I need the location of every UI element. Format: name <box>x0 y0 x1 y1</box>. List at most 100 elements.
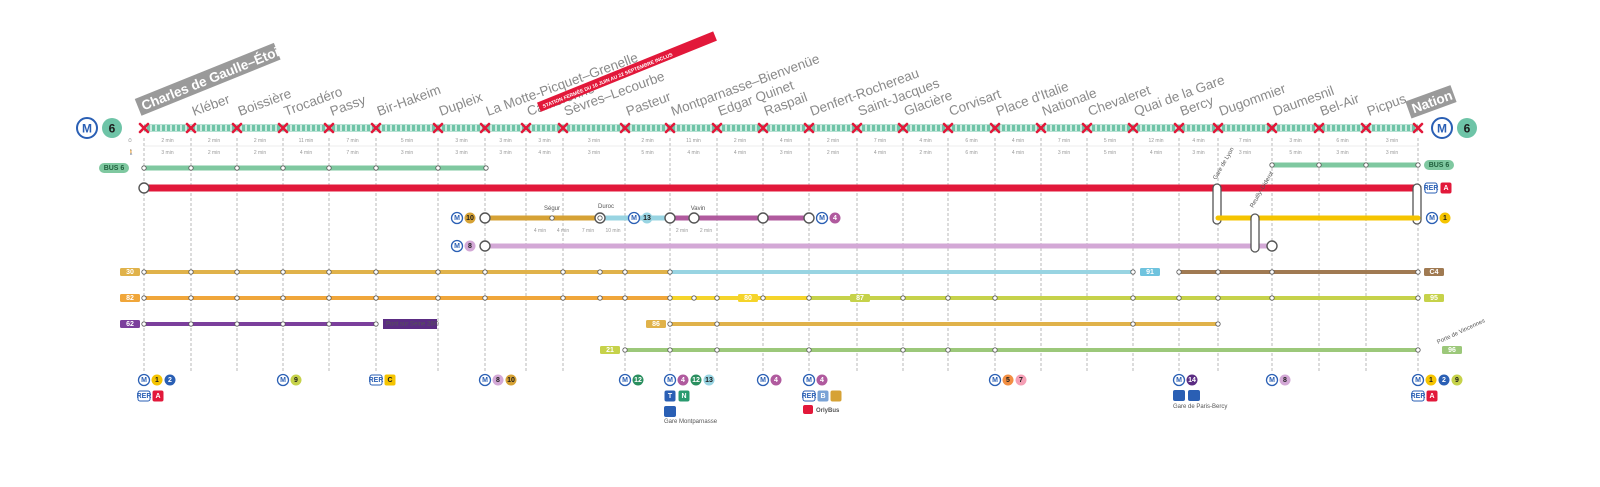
terminus-end-box <box>1405 85 1457 119</box>
conn-bir-hakeim-rer-line-text: C <box>387 377 392 384</box>
line-6-end-m-ring <box>1431 117 1453 139</box>
terminus-end: Nation <box>1405 85 1457 119</box>
bus-30-tag-text: 30 <box>126 269 134 276</box>
bus-95-tag-text: 95 <box>1430 295 1438 302</box>
conn-denfert-m-ring <box>802 373 816 387</box>
travel-time-bus-6: 3 min <box>455 150 467 156</box>
conn-daumesnil-line-8-circle <box>1279 374 1291 386</box>
rer-a-end-badge-text: A <box>1443 185 1448 192</box>
closed-station-marker-10 <box>619 122 631 134</box>
conn-etoile-m-ring <box>137 373 151 387</box>
bus-95-tag-box <box>1424 294 1444 302</box>
travel-time-bus-21: 4 min <box>1150 150 1162 156</box>
bus-row2-stop-6 <box>435 295 441 301</box>
rer-a-rer-icon <box>1424 182 1438 194</box>
branch-label-duroc: Duroc <box>598 204 614 210</box>
bus-row3b-stop-1 <box>714 321 720 327</box>
bus-row4-stop-5 <box>945 347 951 353</box>
bus-row3-stop-4 <box>326 321 332 327</box>
line-6-end-num-circle <box>1457 118 1477 138</box>
bus-row1-stop-15 <box>1269 269 1275 275</box>
bus-row4-stop-7 <box>1415 347 1421 353</box>
bus-87-tag-box <box>850 294 870 302</box>
travel-time-metro-13: 4 min <box>780 138 792 144</box>
bus-6-stop-w4 <box>326 165 332 171</box>
conn-nation-line-1-circle <box>1425 374 1437 386</box>
conn-montparnasse-n-text: N <box>681 393 686 400</box>
bus-6-stop-w3 <box>280 165 286 171</box>
night-label-text: Pont sur Seine 28/0 <box>386 322 439 328</box>
conn-montparnasse-m: M <box>667 377 673 384</box>
conn-etoile-rer-rer-icon <box>137 390 151 402</box>
metro-8-end <box>1266 240 1278 252</box>
bus-row4-stop-1 <box>667 347 673 353</box>
terminus-start-box <box>134 42 281 116</box>
conn-raspail-m-ring <box>756 373 770 387</box>
conn-nation-line-1-text: 1 <box>1429 377 1433 384</box>
closed-station-marker-9 <box>557 122 569 134</box>
conn-etoile-line-1-circle <box>151 374 163 386</box>
bus-row3-stop-0 <box>141 321 147 327</box>
travel-time-bus-19: 3 min <box>1058 150 1070 156</box>
metro-10-num-circle <box>464 212 476 224</box>
metro-4-badge-m: M <box>819 215 825 222</box>
conn-pasteur-line-12-circle <box>632 374 644 386</box>
bus-row2-stop-7 <box>482 295 488 301</box>
bus-row4-stop-2 <box>714 347 720 353</box>
bus-row3b-stop-3 <box>1215 321 1221 327</box>
bus-row4-stop-0 <box>622 347 628 353</box>
bus-row1-stop-12 <box>1130 269 1136 275</box>
conn-montparnasse-train-text: T <box>668 393 673 400</box>
travel-time-metro-14: 2 min <box>827 138 839 144</box>
conn-trocadero-m-ring <box>276 373 290 387</box>
closed-station-marker-2 <box>231 122 243 134</box>
bus-row2-stop-5 <box>373 295 379 301</box>
conn-motte-line-8-text: 8 <box>496 377 500 384</box>
bus-row2-stop-18 <box>992 295 998 301</box>
travel-time-metro-11: 11 min <box>686 138 701 144</box>
bus-6-stop-w5 <box>373 165 379 171</box>
conn-motte-line-10-text: 10 <box>507 377 515 384</box>
conn-montparnasse-train-box <box>664 390 676 402</box>
bus-87-tag-text: 87 <box>856 295 864 302</box>
bus-62-tag-text: 62 <box>126 321 134 328</box>
bus-row3b-stop-0 <box>667 321 673 327</box>
closed-station-marker-22 <box>1173 122 1185 134</box>
branch-time-a-3: 10 min <box>605 228 620 234</box>
closed-station-marker-15 <box>851 122 863 134</box>
station-label-17: Corvisart <box>947 86 1003 119</box>
conn-etoile-line-2-circle <box>164 374 176 386</box>
bus-row2-stop-4 <box>326 295 332 301</box>
rer-a-start <box>138 182 150 194</box>
travel-time-metro-3: 11 min <box>299 138 314 144</box>
travel-time-bus-14: 2 min <box>827 150 839 156</box>
conn-montparnasse-line-13-text: 13 <box>705 377 713 384</box>
time-icon-metro: ⏱ <box>128 138 132 144</box>
travel-time-metro-2: 2 min <box>254 138 266 144</box>
conn-nation-line-9-text: 9 <box>1455 377 1459 384</box>
conn-bercy-m: M <box>1176 377 1182 384</box>
bus-row2-stop-14 <box>760 295 766 301</box>
conn-bercy-walk-icon <box>1173 390 1185 401</box>
closed-station-marker-21 <box>1127 122 1139 134</box>
bus-6-stop-e2 <box>1363 162 1369 168</box>
travel-time-bus-13: 3 min <box>780 150 792 156</box>
closed-station-marker-3 <box>277 122 289 134</box>
closed-station-marker-13 <box>757 122 769 134</box>
bus-row1-stop-4 <box>326 269 332 275</box>
travel-time-bus-15: 4 min <box>874 150 886 156</box>
conn-montparnasse-line-12-circle <box>690 374 702 386</box>
bus-6-stop-w1 <box>188 165 194 171</box>
conn-nation-rer-rer-line-text: A <box>1429 393 1434 400</box>
closed-station-marker-7 <box>479 122 491 134</box>
travel-time-metro-10: 2 min <box>641 138 653 144</box>
conn-orlybus-icon <box>803 405 813 414</box>
nation-capsule <box>1412 183 1422 225</box>
bus-row1-stop-1 <box>188 269 194 275</box>
bus-96-tag-text: 96 <box>1448 347 1456 354</box>
branch-time-a-1: 4 min <box>557 228 569 234</box>
travel-time-bus-10: 5 min <box>641 150 653 156</box>
closed-station-marker-27 <box>1412 122 1424 134</box>
